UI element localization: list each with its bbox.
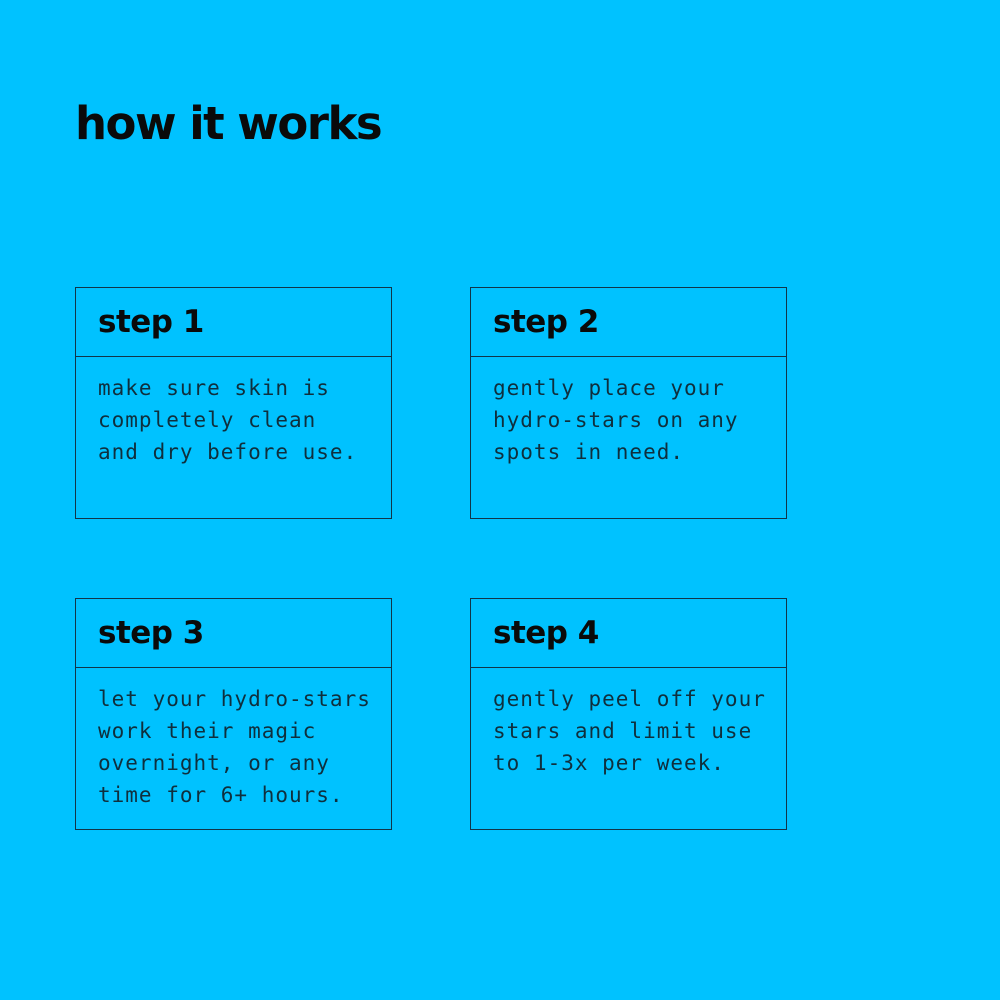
step-3-label: step 3: [98, 615, 204, 651]
step-card-3-header: step 3: [76, 599, 391, 668]
step-4-label: step 4: [493, 615, 599, 651]
step-4-description: gently peel off your stars and limit use…: [493, 687, 766, 775]
steps-grid: step 1 make sure skin is completely clea…: [75, 287, 787, 830]
step-card-2: step 2 gently place your hydro-stars on …: [470, 287, 787, 519]
step-card-1-header: step 1: [76, 288, 391, 357]
page-title: how it works: [75, 97, 383, 150]
step-card-1: step 1 make sure skin is completely clea…: [75, 287, 392, 519]
step-2-description: gently place your hydro-stars on any spo…: [493, 376, 739, 464]
step-card-4: step 4 gently peel off your stars and li…: [470, 598, 787, 830]
step-2-label: step 2: [493, 304, 599, 340]
step-card-2-header: step 2: [471, 288, 786, 357]
step-3-description: let your hydro-stars work their magic ov…: [98, 687, 371, 807]
step-card-3: step 3 let your hydro-stars work their m…: [75, 598, 392, 830]
step-1-description: make sure skin is completely clean and d…: [98, 376, 358, 464]
step-1-label: step 1: [98, 304, 204, 340]
step-card-4-header: step 4: [471, 599, 786, 668]
